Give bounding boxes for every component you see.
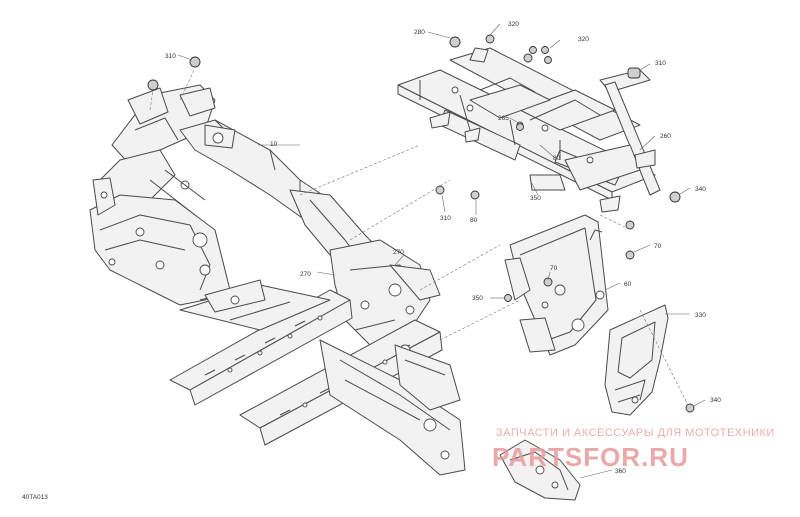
callout-320-a: 320 — [508, 21, 519, 28]
callout-340-a: 340 — [695, 186, 706, 193]
skid-plate — [604, 304, 669, 416]
callout-70-b: 70 — [550, 265, 558, 272]
rear-subframe — [397, 47, 661, 213]
callout-60: 60 — [624, 281, 632, 288]
callout-260: 260 — [660, 133, 671, 140]
callouts: 310 10 280 320 320 310 265 260 80 80 310… — [165, 21, 721, 475]
callout-310-mid: 310 — [440, 215, 451, 222]
callout-310-right: 310 — [655, 60, 666, 67]
callout-350-a: 350 — [530, 195, 541, 202]
callout-270-b: 270 — [300, 271, 311, 278]
callout-330: 330 — [695, 312, 706, 319]
callout-320-b: 320 — [578, 36, 589, 43]
leader-lines — [149, 23, 706, 479]
callout-280: 280 — [414, 29, 425, 36]
callout-350-b: 350 — [472, 295, 483, 302]
callout-80-a: 80 — [553, 155, 561, 162]
callout-10: 10 — [270, 141, 278, 148]
side-plate-left — [504, 214, 609, 356]
callout-80-b: 80 — [470, 217, 478, 224]
callout-310-top-left: 310 — [165, 53, 176, 60]
rear-bracket — [499, 439, 581, 501]
callout-270-a: 270 — [393, 249, 404, 256]
callout-360: 360 — [615, 468, 626, 475]
callout-265: 265 — [498, 115, 509, 122]
watermark-logo: PARTSFOR.RU — [492, 442, 689, 472]
main-frame — [89, 84, 466, 476]
callout-70-a: 70 — [654, 243, 662, 250]
watermark: ЗАПЧАСТИ И АКСЕССУАРЫ ДЛЯ МОТОТЕХНИКИ PA… — [492, 427, 775, 472]
callout-340-b: 340 — [710, 397, 721, 404]
document-id: 40TA013 — [22, 494, 48, 501]
watermark-tagline: ЗАПЧАСТИ И АКСЕССУАРЫ ДЛЯ МОТОТЕХНИКИ — [496, 427, 775, 439]
